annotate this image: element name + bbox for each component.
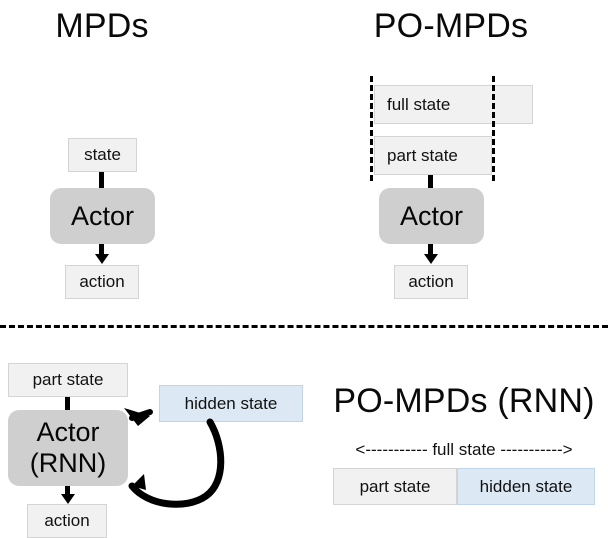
rnn-recurrent-loop-arrow	[124, 408, 225, 508]
rnn-part-state-box: part state	[8, 363, 128, 397]
mpds-actor-to-action-stem	[99, 244, 104, 256]
po-mpds-actor-box: Actor	[379, 188, 484, 244]
full-state-span-annotation: <----------- full state ----------->	[355, 440, 573, 459]
po-mpds-actor-to-action-stem	[428, 244, 433, 256]
mpds-action-box: action	[65, 265, 139, 299]
rnn-actor-label-line1: Actor	[36, 417, 100, 447]
panel-title-mpds: MPDs	[55, 7, 149, 45]
po-mpds-action-arrowhead	[424, 254, 438, 264]
panel-separator-dashed-line	[0, 325, 608, 328]
po-mpds-bracket-right-dashed-line	[492, 76, 495, 181]
rnn-actor-to-action-stem	[65, 486, 70, 496]
po-mpds-part-state-box: part state	[374, 136, 492, 175]
mpds-actor-box: Actor	[50, 188, 155, 244]
mpds-actor-label: Actor	[70, 200, 135, 231]
rnn-part-state-to-actor-stem	[65, 397, 70, 411]
rnn-hidden-state-box: hidden state	[159, 385, 303, 422]
mpds-state-box: state	[68, 138, 137, 172]
mpds-action-arrowhead	[95, 254, 109, 264]
panel-title-po-mpds: PO-MPDs	[373, 7, 529, 45]
rnn-actor-box: Actor (RNN)	[8, 410, 128, 486]
rnn-actor-label-line2: (RNN)	[29, 448, 107, 478]
rnn-action-box: action	[27, 504, 107, 538]
po-mpds-action-box: action	[394, 265, 468, 299]
po-mpds-state-to-actor-stem	[428, 175, 433, 189]
po-mpds-part-state-label: part state	[387, 145, 458, 165]
panel-title-po-mpds-rnn: PO-MPDs (RNN)	[333, 382, 595, 420]
po-mpds-actor-label: Actor	[399, 200, 464, 231]
po-mpds-full-state-box: full state	[374, 85, 533, 124]
composition-hidden-state-cell: hidden state	[457, 468, 595, 505]
mpds-state-to-actor-stem	[99, 172, 104, 189]
rnn-part-state-label: part state	[32, 370, 104, 389]
po-mpds-full-state-label: full state	[387, 94, 451, 114]
composition-part-state-cell: part state	[333, 468, 457, 505]
rnn-hidden-state-label: hidden state	[184, 393, 278, 413]
full-state-composition-row: part state hidden state	[333, 468, 595, 505]
po-mpds-bracket-left-dashed-line	[370, 76, 373, 181]
rnn-action-arrowhead	[61, 494, 75, 504]
